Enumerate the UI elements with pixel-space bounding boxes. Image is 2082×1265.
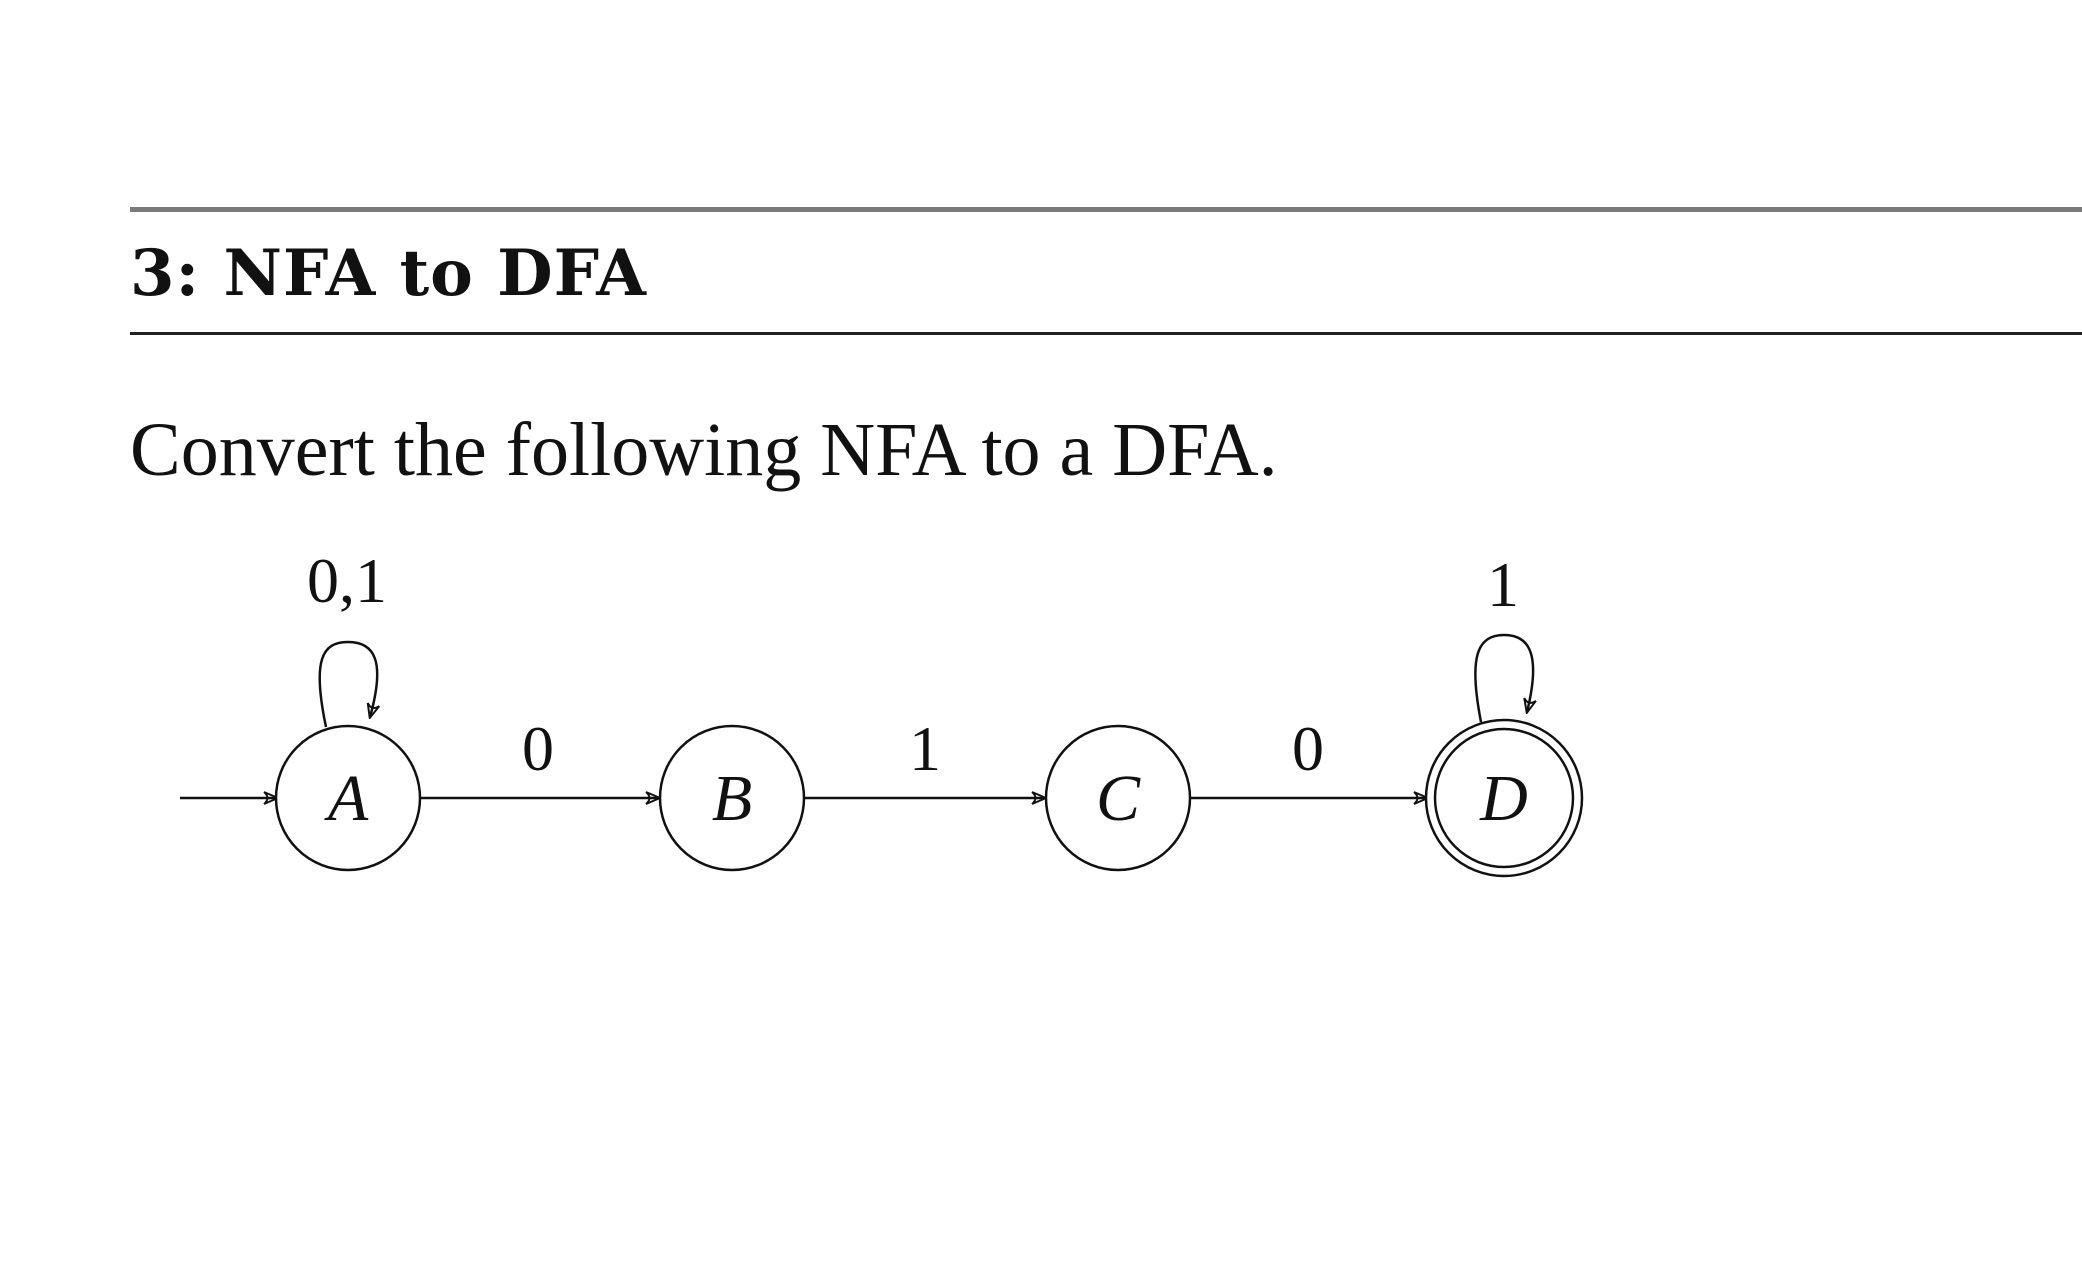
state-a: A bbox=[274, 724, 422, 872]
section-rule-bottom bbox=[130, 332, 2082, 335]
state-label-d: D bbox=[1479, 762, 1528, 835]
transition-label-c-d: 0 bbox=[1292, 713, 1324, 784]
section-heading: 3: NFA to DFA bbox=[130, 236, 647, 311]
state-c: C bbox=[1044, 724, 1192, 872]
state-label-b: B bbox=[712, 762, 752, 835]
self-loop-a bbox=[318, 640, 378, 728]
self-loop-d bbox=[1474, 633, 1533, 723]
transition-label-b-c: 1 bbox=[909, 713, 941, 784]
state-b: B bbox=[658, 724, 806, 872]
problem-prompt: Convert the following NFA to a DFA. bbox=[130, 408, 1278, 492]
state-label-c: C bbox=[1096, 762, 1141, 835]
transition-label-d-d: 1 bbox=[1487, 549, 1519, 620]
section-rule-top bbox=[130, 207, 2082, 212]
transition-label-a-b: 0 bbox=[522, 713, 554, 784]
state-label-a: A bbox=[324, 762, 369, 835]
state-d: D bbox=[1424, 718, 1584, 878]
transition-label-a-a: 0,1 bbox=[307, 545, 387, 616]
